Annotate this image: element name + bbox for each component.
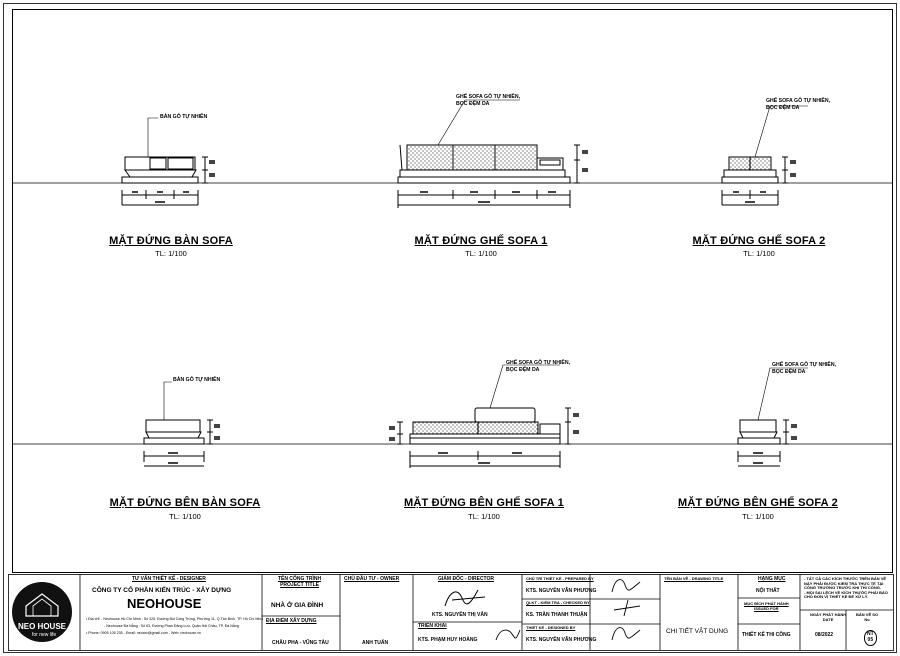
inner-border	[12, 9, 893, 573]
drawing-title-value: CHI TIẾT VẬT DỤNG	[666, 628, 729, 635]
category-value: NỘI THẤT	[756, 588, 780, 594]
date-value: 08/2022	[815, 632, 834, 638]
issue-value: THIẾT KẾ THI CÔNG	[742, 632, 791, 638]
sofa-2-side-elevation	[737, 367, 808, 467]
sofa-1-front-elevation	[397, 99, 588, 208]
logo-tagline: for new life	[32, 632, 57, 638]
sofa-2-front-elevation	[721, 105, 808, 206]
scale-sofa-table-side: TL: 1/100	[169, 512, 201, 521]
director-heading: GIÁM ĐỐC - DIRECTOR	[438, 576, 495, 582]
company-contact: • Phone: 0905 105 235 - Email: neoarc@gm…	[86, 631, 201, 635]
company-address-2: - Neohouse Đà Nẵng : Số 63, Đường Phan Đ…	[104, 624, 239, 628]
title-sofa-1-front: MẶT ĐỨNG GHẾ SOFA 1	[414, 235, 548, 247]
sofa-table-side-elevation	[143, 381, 220, 467]
drawing-title-heading: TÊN BẢN VẼ - DRAWING TITLE	[664, 576, 724, 581]
project-name: NHÀ Ở GIA ĐÌNH	[271, 602, 324, 609]
scale-sofa-2-front: TL: 1/100	[743, 249, 775, 258]
company-name: CÔNG TY CỔ PHẦN KIẾN TRÚC - XÂY DỰNG	[92, 587, 232, 594]
note-sofa-1: GHẾ SOFA GỖ TỰ NHIÊN,BỌC ĐỆM DA	[456, 94, 521, 107]
checked-heading: QLKT - KIỂM TRA - CHECKED BY	[526, 600, 590, 605]
deployed-value: KTS. PHẠM HUY HOÀNG	[418, 637, 478, 643]
sofa-table-front-elevation	[121, 117, 215, 206]
title-block-grid	[8, 574, 894, 651]
note-sofa-table-side: BÀN GỖ TỰ NHIÊN	[173, 377, 221, 383]
location-value: CHÂU PHA - VŨNG TÀU	[272, 640, 329, 646]
sofa-1-side-elevation	[389, 364, 579, 468]
checked-value: KS. TRẦN THANH THUẬN	[526, 612, 588, 618]
title-sofa-1-side: MẶT ĐỨNG BÊN GHẾ SOFA 1	[404, 497, 564, 509]
designer-value: KTS. NGUYỄN VĂN PHƯƠNG	[526, 637, 597, 643]
consultant-heading: TƯ VẤN THIẾT KẾ - DESIGNER	[132, 576, 206, 582]
director-value: KTS. NGUYỄN THỊ VÂN	[432, 612, 488, 618]
scale-sofa-table-front: TL: 1/100	[155, 249, 187, 258]
signature-deployed	[495, 629, 521, 641]
owner-value: ANH TUẤN	[362, 640, 389, 646]
scale-sofa-1-side: TL: 1/100	[468, 512, 500, 521]
designer-heading: THIẾT KẾ - DESIGNED BY	[526, 625, 576, 630]
owner-heading: CHỦ ĐẦU TƯ - OWNER	[344, 576, 400, 582]
signature-checked	[613, 599, 641, 617]
signature-designer	[611, 627, 641, 641]
neohouse-logo	[12, 582, 72, 642]
signature-lead	[611, 579, 641, 593]
scale-sofa-1-front: TL: 1/100	[465, 249, 497, 258]
location-heading: ĐỊA ĐIỂM XÂY DỰNG	[266, 618, 317, 624]
note-sofa-1-side: GHẾ SOFA GỖ TỰ NHIÊN,BỌC ĐỆM DA	[506, 360, 571, 373]
outer-border	[3, 3, 897, 653]
deployed-heading: TRIỂN KHAI	[418, 623, 447, 629]
company-brand: NEOHOUSE	[127, 596, 202, 611]
title-sofa-table-side: MẶT ĐỨNG BÊN BÀN SOFA	[109, 497, 261, 509]
note-sofa-2-side: GHẾ SOFA GỖ TỰ NHIÊN,BỌC ĐỆM DA	[772, 362, 837, 375]
note-sofa-2: GHẾ SOFA GỖ TỰ NHIÊN,BỌC ĐỆM DA	[766, 98, 831, 111]
scale-sofa-2-side: TL: 1/100	[742, 512, 774, 521]
category-heading: HẠNG MỤC	[758, 576, 786, 582]
note-sofa-table: BÀN GỖ TỰ NHIÊN	[160, 114, 208, 120]
logo-name: NEO HOUSE	[18, 622, 67, 631]
title-sofa-2-side: MẶT ĐỨNG BÊN GHẾ SOFA 2	[678, 497, 838, 509]
lead-heading: CHỦ TRÌ THIẾT KẾ - PREPARED BY	[526, 576, 594, 581]
signature-director	[444, 589, 486, 607]
title-sofa-table-front: MẶT ĐỨNG BÀN SOFA	[109, 235, 233, 247]
lead-value: KTS. NGUYỄN VĂN PHƯƠNG	[526, 588, 597, 594]
title-sofa-2-front: MẶT ĐỨNG GHẾ SOFA 2	[692, 235, 826, 247]
company-address-1: • Địa chỉ: - Neohouse Hồ Chí Minh : Số 3…	[86, 617, 264, 621]
